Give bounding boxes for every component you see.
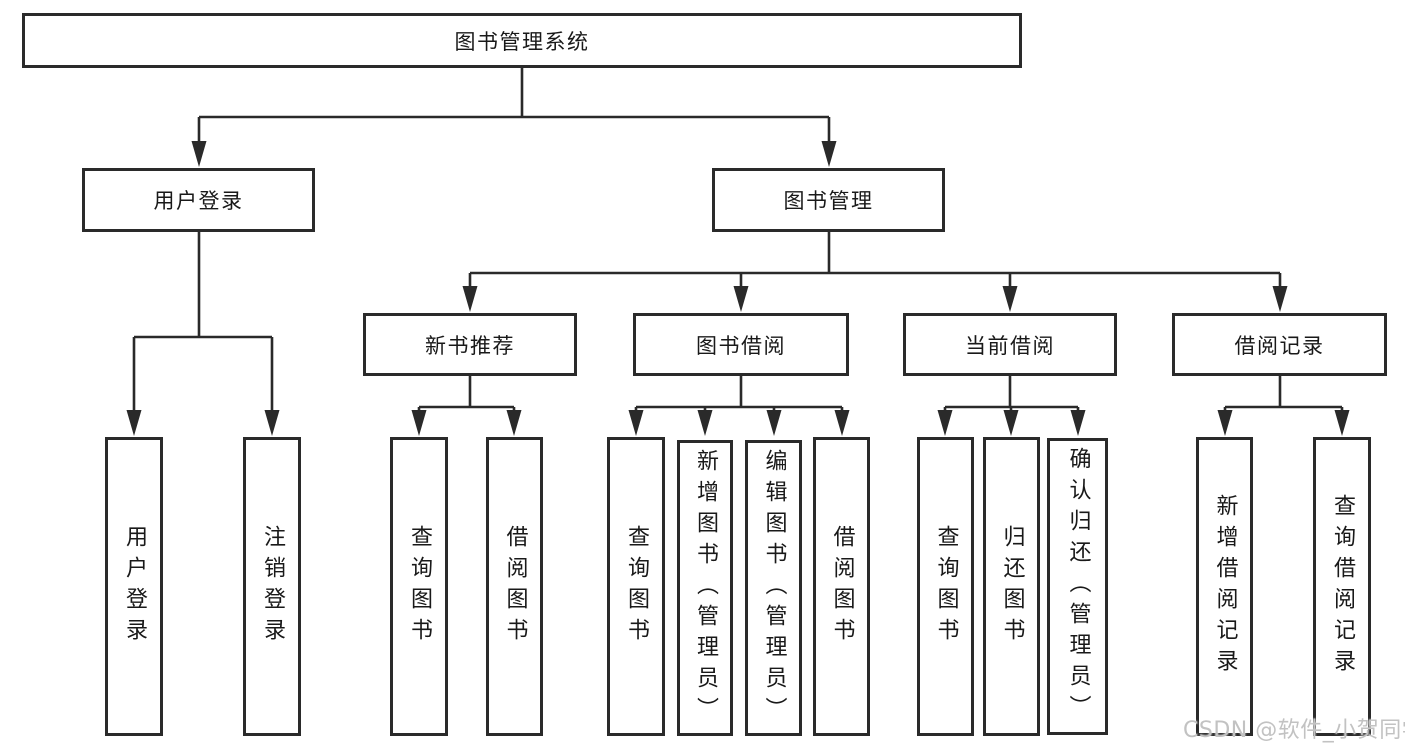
leaf-query-borrow-record: 查询借阅记录 — [1313, 437, 1371, 736]
leaf-user-login: 用户登录 — [105, 437, 163, 736]
leaf-add-book-admin: 新增图书（管理员） — [677, 440, 733, 736]
node-book-management: 图书管理 — [712, 168, 945, 232]
node-library-management-system: 图书管理系统 — [22, 13, 1022, 68]
leaf-return-book: 归还图书 — [983, 437, 1040, 736]
leaf-query-books-borrowing: 查询图书 — [607, 437, 665, 736]
node-current-borrowing: 当前借阅 — [903, 313, 1117, 376]
node-book-borrowing: 图书借阅 — [633, 313, 849, 376]
leaf-query-books-recommend: 查询图书 — [390, 437, 448, 736]
leaf-edit-book-admin: 编辑图书（管理员） — [745, 440, 802, 736]
leaf-add-borrow-record: 新增借阅记录 — [1196, 437, 1253, 736]
leaf-query-books-current: 查询图书 — [917, 437, 974, 736]
leaf-confirm-return-admin: 确认归还（管理员） — [1047, 438, 1108, 735]
node-user-login: 用户登录 — [82, 168, 315, 232]
node-borrowing-records: 借阅记录 — [1172, 313, 1387, 376]
node-new-book-recommend: 新书推荐 — [363, 313, 577, 376]
leaf-logout: 注销登录 — [243, 437, 301, 736]
leaf-borrow-books-borrowing: 借阅图书 — [813, 437, 870, 736]
leaf-borrow-books-recommend: 借阅图书 — [486, 437, 543, 736]
csdn-watermark: CSDN @软件_小贺同学 — [1183, 718, 1405, 743]
